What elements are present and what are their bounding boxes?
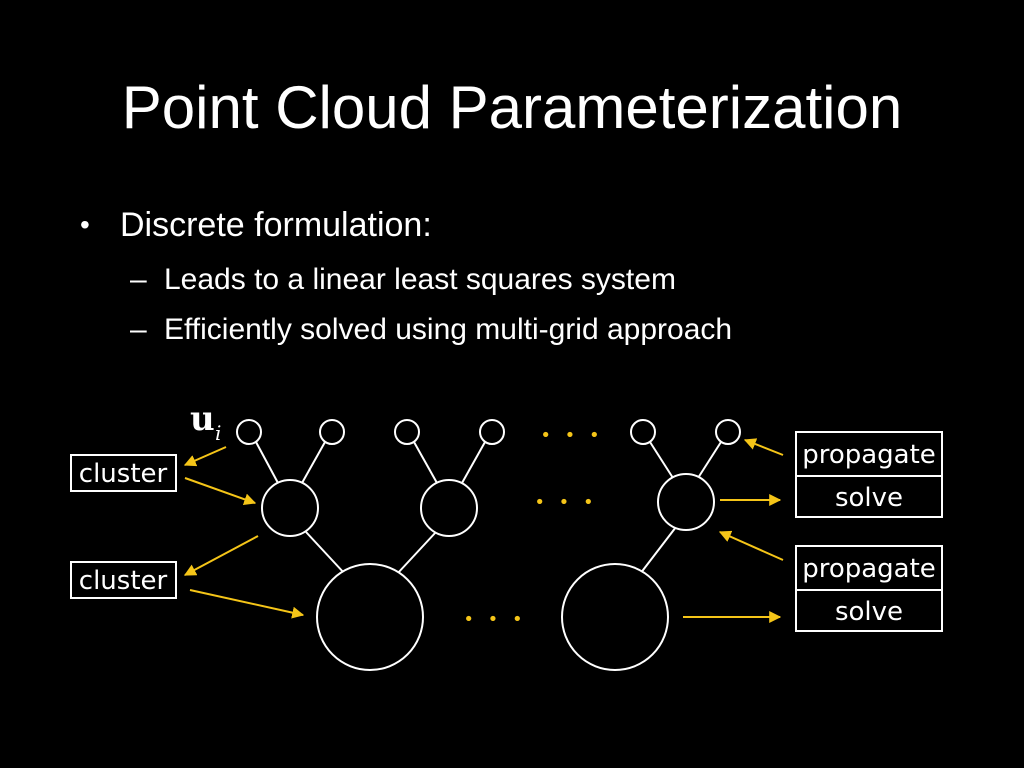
tree-edge <box>301 441 326 484</box>
coarse-node <box>561 563 669 671</box>
fine-node <box>394 419 420 445</box>
mid-node <box>261 479 319 537</box>
arrow <box>743 438 784 456</box>
fine-node <box>715 419 741 445</box>
bullet-list: • Discrete formulation: – Leads to a lin… <box>80 203 960 355</box>
solve-box <box>795 475 943 518</box>
math-subscript-i: i <box>215 421 221 445</box>
cluster-label: cluster <box>79 459 168 489</box>
propagate-label: propagate <box>802 554 936 584</box>
slide-title: Point Cloud Parameterization <box>121 74 903 141</box>
cluster-label: cluster <box>79 566 168 596</box>
propagate-label: propagate <box>802 440 936 470</box>
arrow <box>184 477 257 506</box>
tree-edge <box>255 441 279 484</box>
ellipsis: • • • <box>463 609 526 630</box>
bullet-text: Discrete formulation: <box>120 206 432 244</box>
fine-node <box>479 419 505 445</box>
tree-edge <box>649 441 674 479</box>
tree-edge <box>305 531 346 575</box>
ellipsis: • • • <box>540 425 603 446</box>
sub-bullet-text: Efficiently solved using multi-grid appr… <box>164 313 733 346</box>
arrow <box>183 535 259 576</box>
tree-edge <box>413 441 438 484</box>
cluster-box <box>70 561 177 599</box>
fine-node <box>630 419 656 445</box>
coarse-node <box>316 563 424 671</box>
arrow <box>718 530 784 561</box>
tree-edge <box>697 441 722 479</box>
arrows <box>183 438 784 623</box>
sub-bullet-item: – Efficiently solved using multi-grid ap… <box>130 305 960 355</box>
ellipsis: • • • <box>534 492 597 513</box>
tree-edge <box>639 526 677 575</box>
mid-node <box>657 473 715 531</box>
solve-label: solve <box>835 597 903 627</box>
arrow <box>183 446 227 467</box>
mid-node <box>420 479 478 537</box>
fine-node <box>236 419 262 445</box>
bullet-marker: • <box>80 209 90 240</box>
bullet-item: • Discrete formulation: – Leads to a lin… <box>80 203 960 355</box>
arrow <box>189 589 305 619</box>
sub-bullet-text: Leads to a linear least squares system <box>164 263 676 296</box>
solve-label: solve <box>835 483 903 513</box>
tree-nodes <box>236 419 741 671</box>
fine-node <box>319 419 345 445</box>
sub-bullet-marker: – <box>130 263 147 296</box>
cluster-box <box>70 454 177 492</box>
sub-bullet-list: – Leads to a linear least squares system… <box>130 255 960 355</box>
tree-edge <box>396 531 437 575</box>
sub-bullet-marker: – <box>130 313 147 346</box>
multigrid-diagram: • • • • • • • • • u i cluster cluster pr… <box>70 399 943 671</box>
math-symbol-u: u <box>190 399 215 439</box>
tree-edge <box>461 441 486 484</box>
solve-box <box>795 589 943 632</box>
sub-bullet-item: – Leads to a linear least squares system <box>130 255 960 305</box>
tree-edges <box>255 441 722 575</box>
